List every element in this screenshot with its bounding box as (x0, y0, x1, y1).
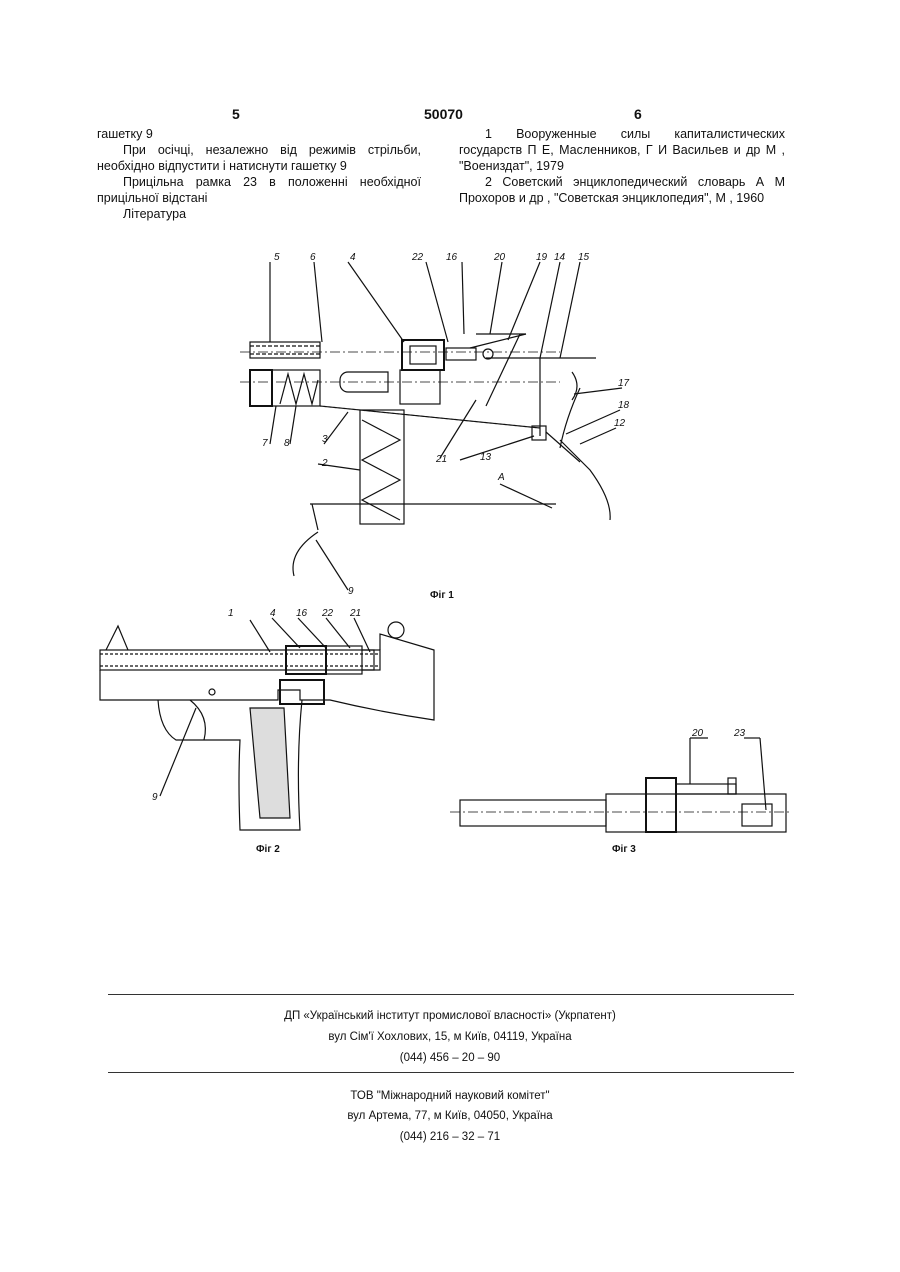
figure-3-diagram: 20 23 (0, 0, 900, 900)
footer-address-1: вул Сім'ї Хохлових, 15, м Київ, 04119, У… (0, 1031, 900, 1043)
footer-divider-middle (108, 1072, 794, 1073)
footer-phone-2: (044) 216 – 32 – 71 (0, 1131, 900, 1143)
figure-3-caption: Фіг 3 (612, 844, 636, 855)
footer-phone-1: (044) 456 – 20 – 90 (0, 1052, 900, 1064)
footer-org-2: ТОВ "Міжнародний науковий комітет" (0, 1090, 900, 1102)
fig3-label-20: 20 (691, 728, 704, 739)
footer-address-2: вул Артема, 77, м Київ, 04050, Україна (0, 1110, 900, 1122)
footer-org-1: ДП «Український інститут промислової вла… (0, 1010, 900, 1022)
footer-divider-top (108, 994, 794, 995)
fig3-label-23: 23 (733, 728, 746, 739)
